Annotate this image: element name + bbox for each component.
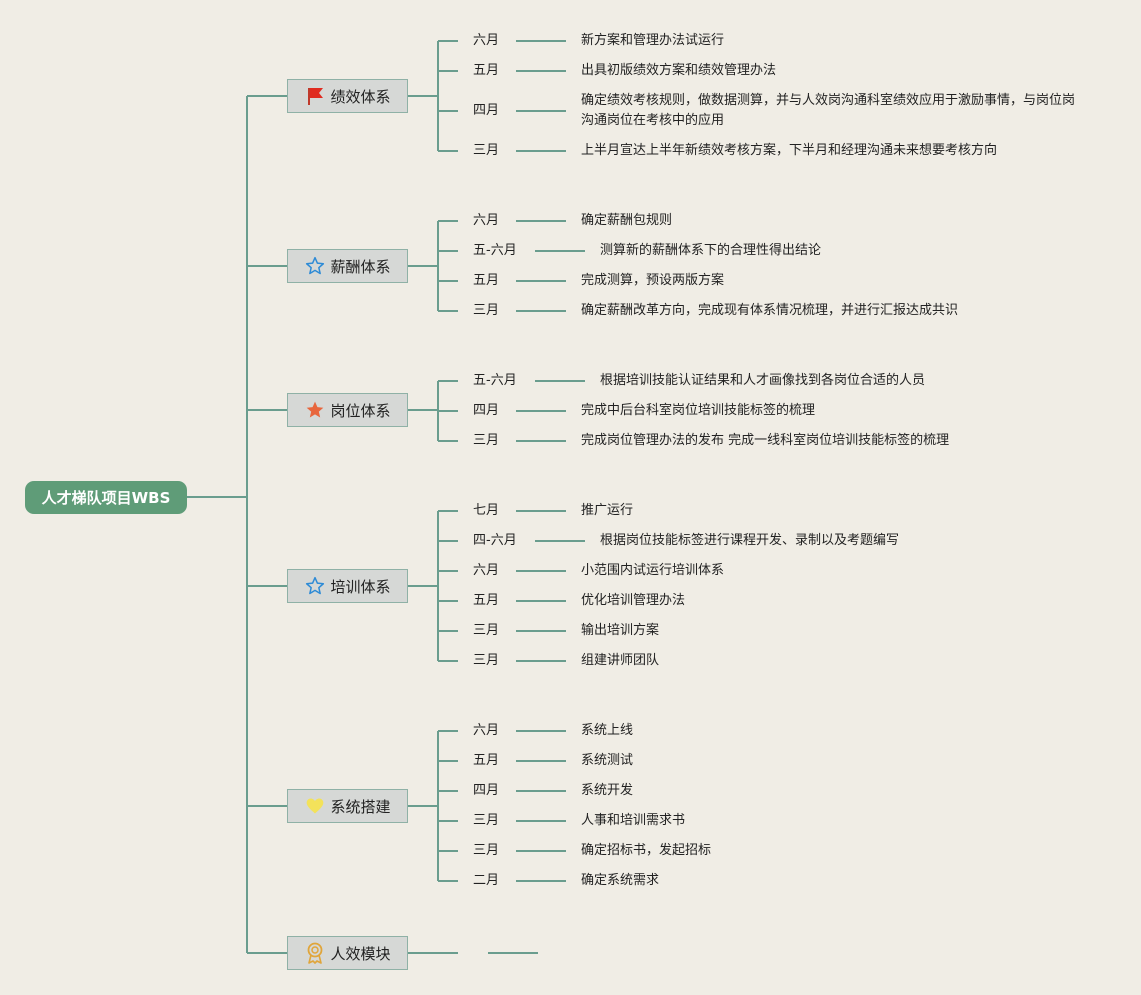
branch-node[interactable]: 绩效体系 xyxy=(287,79,408,113)
month-label: 五月 xyxy=(473,753,500,768)
task-label: 推广运行 xyxy=(581,503,634,518)
task-label: 小范围内试运行培训体系 xyxy=(581,563,725,578)
branch-label: 绩效体系 xyxy=(330,87,391,106)
task-label: 上半月宣达上半年新绩效考核方案，下半月和经理沟通未来想要考核方向 xyxy=(581,143,998,158)
month-label: 三月 xyxy=(473,303,500,318)
month-label: 三月 xyxy=(473,143,500,158)
month-label: 三月 xyxy=(473,653,500,668)
task-label: 完成测算，预设两版方案 xyxy=(581,273,725,288)
task-label: 组建讲师团队 xyxy=(581,653,660,668)
task-label: 完成岗位管理办法的发布 完成一线科室岗位培训技能标签的梳理 xyxy=(581,433,950,448)
root-label: 人才梯队项目WBS xyxy=(41,489,171,507)
month-label: 五月 xyxy=(473,63,500,78)
branch-node[interactable]: 培训体系 xyxy=(287,569,408,603)
root-node[interactable]: 人才梯队项目WBS xyxy=(25,481,187,514)
task-label: 出具初版绩效方案和绩效管理办法 xyxy=(581,63,777,78)
task-label: 系统上线 xyxy=(581,723,634,738)
month-label: 四月 xyxy=(473,103,500,118)
branch-node[interactable]: 岗位体系 xyxy=(287,393,408,427)
task-label: 根据培训技能认证结果和人才画像找到各岗位合适的人员 xyxy=(600,373,926,388)
month-label: 五月 xyxy=(473,593,500,608)
task-label: 确定系统需求 xyxy=(581,873,660,888)
month-label: 六月 xyxy=(473,723,500,738)
task-label: 确定薪酬改革方向，完成现有体系情况梳理，并进行汇报达成共识 xyxy=(581,303,959,318)
month-label: 三月 xyxy=(473,433,500,448)
task-label: 确定招标书，发起招标 xyxy=(581,843,712,858)
branch-node[interactable]: 人效模块 xyxy=(287,936,408,970)
month-label: 四-六月 xyxy=(473,533,517,548)
task-label: 输出培训方案 xyxy=(581,623,660,638)
branch-label: 人效模块 xyxy=(330,944,391,963)
task-label: 系统开发 xyxy=(581,783,634,798)
task-label: 根据岗位技能标签进行课程开发、录制以及考题编写 xyxy=(600,533,900,548)
branch-node[interactable]: 薪酬体系 xyxy=(287,249,408,283)
month-label: 六月 xyxy=(473,563,500,578)
month-label: 三月 xyxy=(473,623,500,638)
red-flag-icon xyxy=(304,85,326,107)
branch-label: 岗位体系 xyxy=(330,401,391,420)
task-label: 系统测试 xyxy=(581,753,634,768)
task-label: 完成中后台科室岗位培训技能标签的梳理 xyxy=(581,403,816,418)
branch-label: 系统搭建 xyxy=(330,797,391,816)
task-label: 新方案和管理办法试运行 xyxy=(581,33,725,48)
blue-star-outline-icon xyxy=(304,575,326,597)
month-label: 六月 xyxy=(473,213,500,228)
orange-star-icon xyxy=(304,399,326,421)
task-label: 人事和培训需求书 xyxy=(581,813,686,828)
month-label: 二月 xyxy=(473,873,500,888)
branch-label: 培训体系 xyxy=(330,577,391,596)
month-label: 四月 xyxy=(473,783,500,798)
month-label: 五-六月 xyxy=(473,373,517,388)
month-label: 四月 xyxy=(473,403,500,418)
month-label: 六月 xyxy=(473,33,500,48)
task-label: 测算新的薪酬体系下的合理性得出结论 xyxy=(600,243,822,258)
task-label: 优化培训管理办法 xyxy=(581,593,686,608)
month-label: 五-六月 xyxy=(473,243,517,258)
award-medal-icon xyxy=(304,942,326,964)
branch-node[interactable]: 系统搭建 xyxy=(287,789,408,823)
month-label: 三月 xyxy=(473,813,500,828)
task-label: 确定绩效考核规则，做数据测算，并与人效岗沟通科室绩效应用于激励事情，与岗位岗沟通… xyxy=(581,93,1076,128)
branch-label: 薪酬体系 xyxy=(330,257,391,276)
month-label: 三月 xyxy=(473,843,500,858)
blue-star-outline-icon xyxy=(304,255,326,277)
yellow-heart-icon xyxy=(304,795,326,817)
month-label: 七月 xyxy=(473,503,500,518)
task-label: 确定薪酬包规则 xyxy=(581,213,673,228)
month-label: 五月 xyxy=(473,273,500,288)
